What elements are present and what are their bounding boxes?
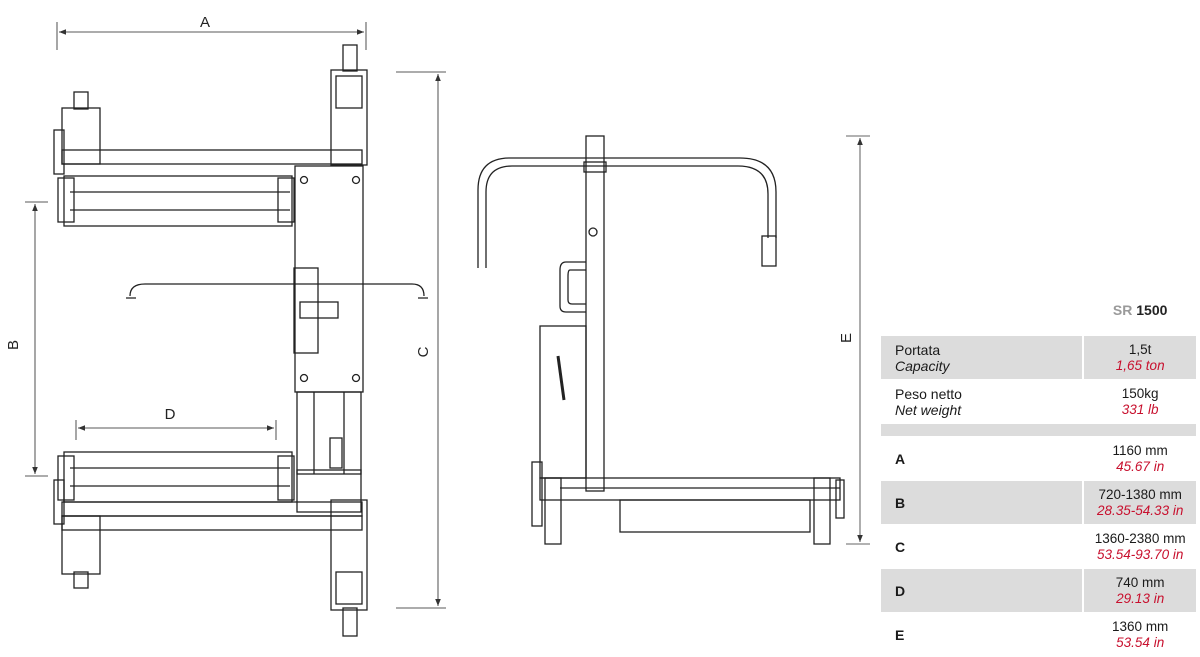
- spec-table-header: SR 1500: [881, 285, 1196, 336]
- label-it: Peso netto: [895, 385, 962, 402]
- dim-letter: C: [881, 524, 1084, 569]
- value-imperial: 29.13 in: [1116, 590, 1165, 606]
- top-view-drawing: [25, 22, 446, 637]
- label-en: Capacity: [895, 357, 950, 374]
- value-metric: 1360 mm: [1112, 618, 1169, 634]
- dimension-label-a: A: [200, 14, 210, 31]
- value-imperial: 331 lb: [1121, 401, 1159, 417]
- value-metric: 1160 mm: [1112, 442, 1168, 458]
- dim-letter: A: [881, 436, 1084, 481]
- dim-letter: E: [881, 612, 1084, 657]
- model-header: SR 1500: [1082, 285, 1196, 336]
- value-metric: 150kg: [1121, 385, 1159, 401]
- value-imperial: 45.67 in: [1116, 458, 1165, 474]
- value-imperial: 1,65 ton: [1115, 357, 1165, 373]
- spec-separator: [881, 423, 1196, 437]
- dim-letter: D: [881, 568, 1084, 613]
- value-metric: 1,5t: [1128, 341, 1152, 357]
- value-metric: 740 mm: [1115, 574, 1165, 590]
- dimension-label-b: B: [5, 340, 22, 350]
- label-it: Portata: [895, 341, 941, 358]
- model-prefix: SR: [1112, 302, 1133, 318]
- dim-letter: B: [881, 480, 1084, 525]
- model-number: 1500: [1136, 302, 1168, 318]
- value-imperial: 53.54-93.70 in: [1097, 546, 1184, 562]
- dimension-label-c: C: [415, 346, 432, 357]
- value-metric: 1360-2380 mm: [1094, 530, 1186, 546]
- label-en: Net weight: [895, 401, 962, 418]
- dimension-e-line: [846, 135, 870, 545]
- side-view-drawing: [477, 135, 845, 545]
- value-imperial: 28.35-54.33 in: [1097, 502, 1184, 518]
- dimension-label-d: D: [165, 406, 176, 423]
- value-metric: 720-1380 mm: [1098, 486, 1182, 502]
- dimension-label-e: E: [838, 333, 855, 343]
- value-imperial: 53.54 in: [1116, 634, 1165, 650]
